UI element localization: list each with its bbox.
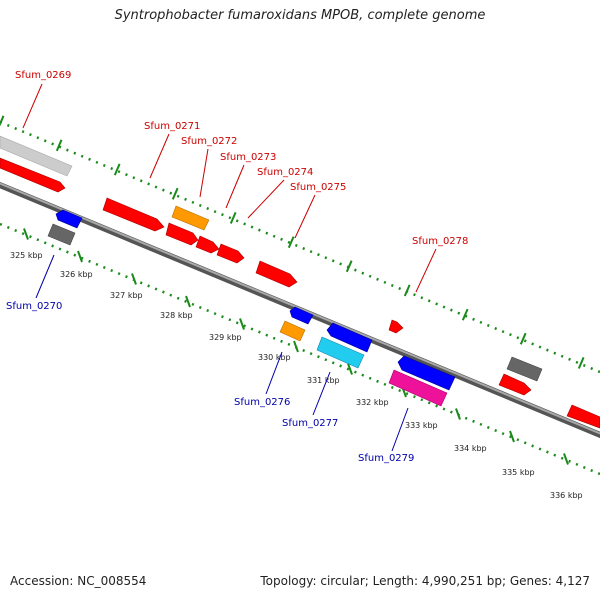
- gene-label-sfum-0271: Sfum_0271: [144, 121, 200, 132]
- gene-red-arrow-4[interactable]: [566, 404, 600, 429]
- leader-sfum-0271: [149, 133, 170, 179]
- leader-sfum-0269: [22, 83, 43, 129]
- leader-sfum-0272: [199, 148, 209, 198]
- gene-sfum-0269-arrow[interactable]: [0, 135, 73, 177]
- gene-sfum-0272-arrow[interactable]: [171, 205, 210, 231]
- leader-sfum-0275: [294, 194, 316, 239]
- gene-sfum-0278-arrow[interactable]: [388, 319, 404, 334]
- diagram-title: Syntrophobacter fumaroxidans MPOB, compl…: [114, 8, 486, 23]
- kbp-label-327: 327 kbp: [110, 291, 143, 300]
- gene-sfum-0274-arrow[interactable]: [195, 235, 220, 254]
- kbp-label-335: 335 kbp: [502, 468, 535, 477]
- leader-sfum-0277: [312, 371, 331, 416]
- leader-sfum-0276: [265, 351, 283, 395]
- kbp-label-328: 328 kbp: [160, 311, 193, 320]
- gene-blue-arrow-1[interactable]: [55, 209, 83, 229]
- reverse-tick-track: [0, 222, 600, 476]
- leader-sfum-0278: [415, 248, 437, 293]
- kbp-label-326: 326 kbp: [60, 270, 93, 279]
- gene-blue-arrow-4[interactable]: [397, 355, 456, 391]
- kbp-label-331: 331 kbp: [307, 376, 340, 385]
- gene-gray-box-right[interactable]: [506, 356, 543, 382]
- leader-sfum-0273: [225, 164, 245, 209]
- gene-label-sfum-0278: Sfum_0278: [412, 236, 468, 247]
- gene-label-sfum-0270: Sfum_0270: [6, 301, 62, 312]
- kbp-label-333: 333 kbp: [405, 421, 438, 430]
- leader-sfum-0274: [247, 179, 285, 219]
- gene-sfum-0273-arrow[interactable]: [165, 222, 199, 246]
- reverse-major-ticks: [23, 228, 569, 465]
- gene-blue-arrow-2[interactable]: [289, 306, 314, 325]
- gene-label-sfum-0276: Sfum_0276: [234, 397, 290, 408]
- gene-label-sfum-0269: Sfum_0269: [15, 70, 71, 81]
- gene-label-sfum-0275: Sfum_0275: [290, 182, 346, 193]
- gene-sfum-0275-arrow[interactable]: [216, 243, 245, 264]
- gene-label-sfum-0279: Sfum_0279: [358, 453, 414, 464]
- accession-text: Accession: NC_008554: [10, 574, 147, 588]
- kbp-label-325: 325 kbp: [10, 251, 43, 260]
- gene-label-sfum-0273: Sfum_0273: [220, 152, 276, 163]
- forward-major-ticks: [0, 115, 585, 369]
- genome-backbone-highlight: [0, 182, 600, 435]
- topology-text: Topology: circular; Length: 4,990,251 bp…: [260, 574, 590, 588]
- kbp-label-336: 336 kbp: [550, 491, 583, 500]
- gene-sfum-0277-arrow[interactable]: [316, 336, 365, 369]
- gene-label-sfum-0277: Sfum_0277: [282, 418, 338, 429]
- gene-sfum-0271-arrow[interactable]: [102, 197, 165, 232]
- gene-blue-arrow-3[interactable]: [326, 322, 373, 353]
- gene-label-sfum-0274: Sfum_0274: [257, 167, 313, 178]
- kbp-label-334: 334 kbp: [454, 444, 487, 453]
- gene-label-sfum-0272: Sfum_0272: [181, 136, 237, 147]
- gene-sfum-0270-arrow[interactable]: [47, 223, 76, 246]
- leader-sfum-0279: [391, 407, 409, 452]
- gene-sfum-0279-arrow[interactable]: [388, 369, 448, 407]
- kbp-label-332: 332 kbp: [356, 398, 389, 407]
- gene-red-arrow-1[interactable]: [0, 157, 66, 193]
- gene-red-arrow-2[interactable]: [255, 260, 298, 288]
- kbp-label-329: 329 kbp: [209, 333, 242, 342]
- kbp-label-330: 330 kbp: [258, 353, 291, 362]
- gene-sfum-0276-arrow[interactable]: [279, 320, 306, 342]
- leader-sfum-0270: [35, 254, 55, 299]
- gene-red-arrow-3[interactable]: [498, 373, 532, 396]
